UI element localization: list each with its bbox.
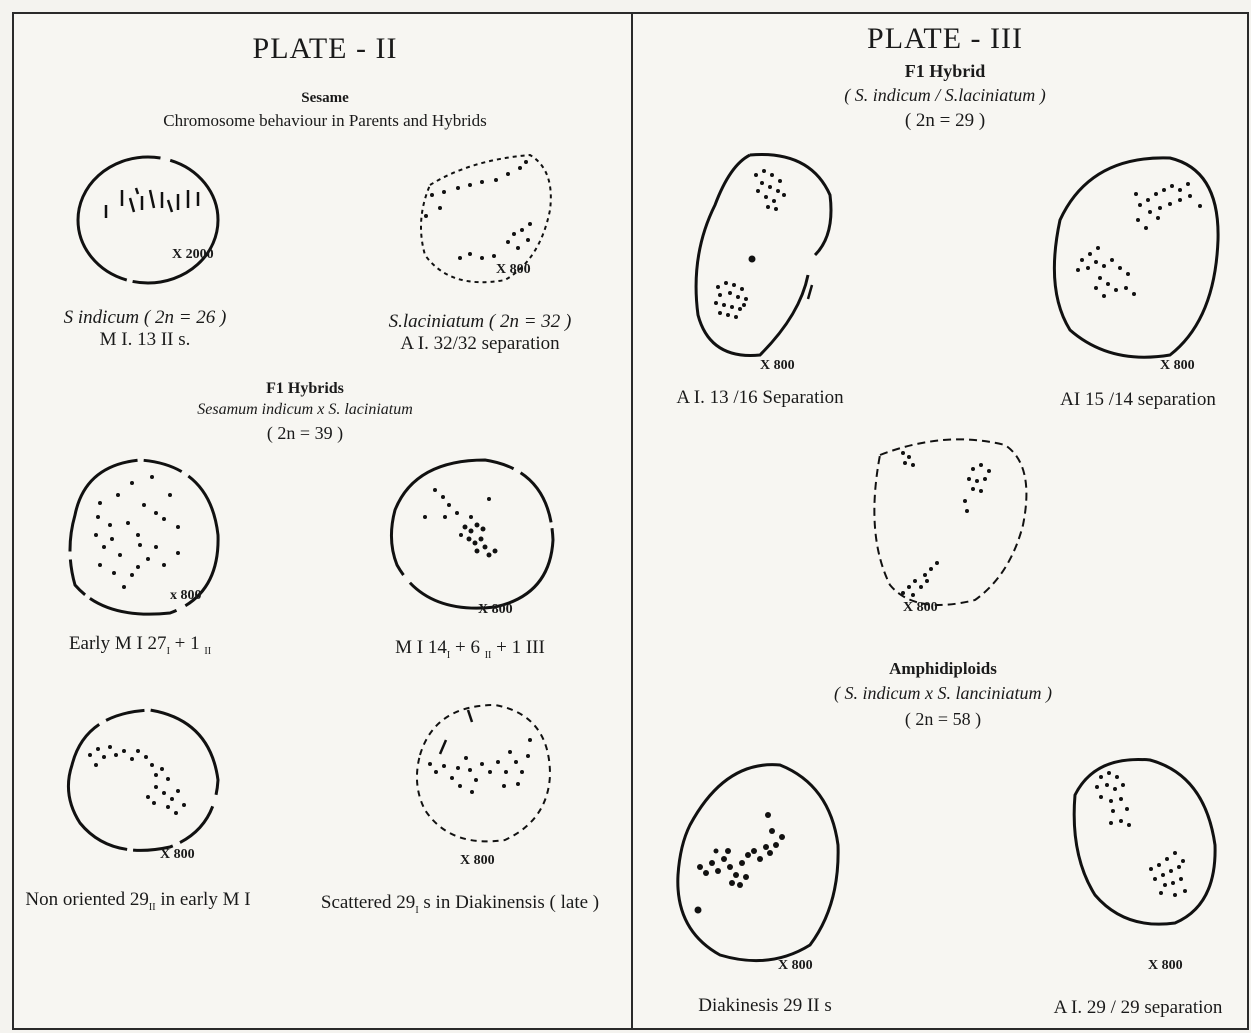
cell-s-laciniatum — [410, 150, 560, 290]
cell-8-mag: X 800 — [1160, 358, 1195, 374]
cell-9-mag: X 800 — [903, 600, 938, 616]
f1-hybrids-count: ( 2n = 39 ) — [267, 424, 343, 444]
cell-6-mag: X 800 — [460, 853, 495, 869]
amphi-count: ( 2n = 58 ) — [905, 710, 981, 730]
cell-1-caption1: S indicum ( 2n = 26 ) — [64, 308, 227, 329]
cell-8-caption: AI 15 /14 separation — [1060, 390, 1216, 411]
plate-3-cross: ( S. indicum / S.laciniatum ) — [844, 86, 1045, 106]
cell-4-caption: M I 14I + 6 II + 1 III — [395, 638, 545, 661]
cell-11-mag: X 800 — [1148, 958, 1183, 974]
cell-4-mag: X 800 — [478, 602, 513, 618]
plate-2-title: PLATE - II — [253, 32, 398, 65]
cell-non-oriented — [60, 705, 225, 865]
cell-1-caption2: M I. 13 II s. — [100, 330, 191, 351]
amphi-cross: ( S. indicum x S. lanciniatum ) — [834, 684, 1052, 704]
plate-2-heading: Chromosome behaviour in Parents and Hybr… — [163, 112, 486, 131]
cell-mi-14 — [385, 455, 560, 620]
cell-5-mag: X 800 — [160, 847, 195, 863]
cell-11-caption: A I. 29 / 29 separation — [1054, 998, 1223, 1019]
cell-ai-15-14 — [1040, 150, 1225, 365]
cell-1-mag: X 2000 — [172, 247, 214, 263]
plate-2-subtitle: Sesame — [301, 90, 349, 107]
cell-center — [865, 435, 1035, 615]
cell-10-mag: X 800 — [778, 958, 813, 974]
plate-3-title: PLATE - III — [867, 22, 1023, 55]
cell-2-caption1: S.laciniatum ( 2n = 32 ) — [389, 312, 572, 333]
cell-2-mag: X 800 — [496, 262, 531, 278]
plate-3-count: ( 2n = 29 ) — [905, 111, 985, 132]
cell-ai-29-29 — [1065, 755, 1225, 930]
f1-hybrids-subtitle: Sesamum indicum x S. laciniatum — [197, 401, 413, 419]
cell-scattered — [410, 700, 560, 850]
cell-6-caption: Scattered 29I s in Diakinensis ( late ) — [321, 893, 599, 916]
cell-diakinesis — [670, 755, 845, 970]
cell-7-caption: A I. 13 /16 Separation — [676, 388, 843, 409]
cell-2-caption2: A I. 32/32 separation — [400, 334, 559, 355]
cell-7-mag: X 800 — [760, 358, 795, 374]
cell-s-indicum — [70, 150, 230, 300]
plate-3-subtitle: F1 Hybrid — [905, 62, 986, 82]
amphi-title: Amphidiploids — [889, 660, 997, 679]
cell-3-mag: x 800 — [170, 588, 202, 604]
cell-10-caption: Diakinesis 29 II s — [698, 996, 832, 1017]
cell-5-caption: Non oriented 29II in early M I — [25, 890, 250, 913]
f1-hybrids-title: F1 Hybrids — [266, 380, 344, 398]
cell-ai-13-16 — [690, 145, 845, 365]
cell-3-caption: Early M I 27I + 1 II — [69, 634, 211, 657]
